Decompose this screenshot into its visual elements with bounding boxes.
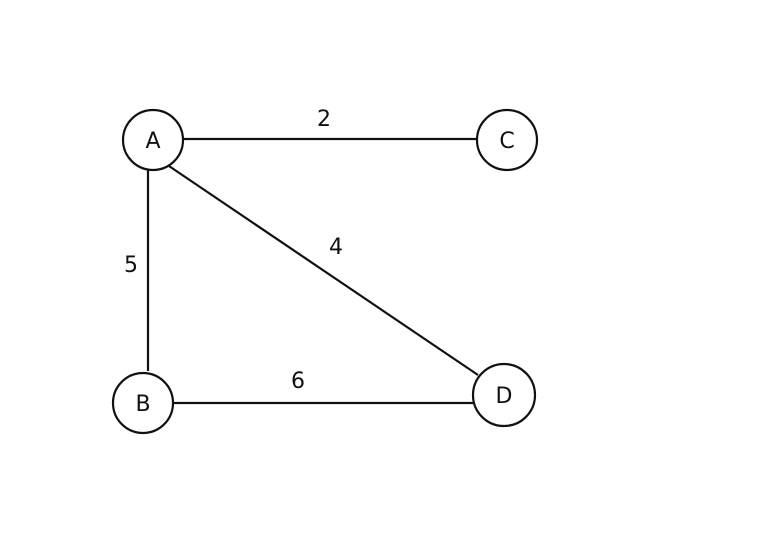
node-c-circle [475,108,539,172]
edges-group [146,137,479,405]
node-d-circle [471,362,537,428]
edge-weight-a-c: 2 [317,107,331,132]
node-b-circle [111,371,175,435]
node-b: B [111,371,175,435]
edge-weights-group: 2 5 4 6 [124,107,343,394]
node-b-label: B [135,392,150,417]
edge-weight-b-d: 6 [291,369,305,394]
node-a-circle [121,108,185,172]
edge-weight-a-d: 4 [329,235,343,260]
node-d-label: D [496,384,513,409]
node-d: D [471,362,537,428]
nodes-group: A B C D [111,108,539,435]
node-c: C [475,108,539,172]
node-a: A [121,108,185,172]
node-c-label: C [499,129,514,154]
node-a-label: A [145,129,160,154]
edge-weight-a-b: 5 [124,253,138,278]
edge-a-d [165,163,479,376]
